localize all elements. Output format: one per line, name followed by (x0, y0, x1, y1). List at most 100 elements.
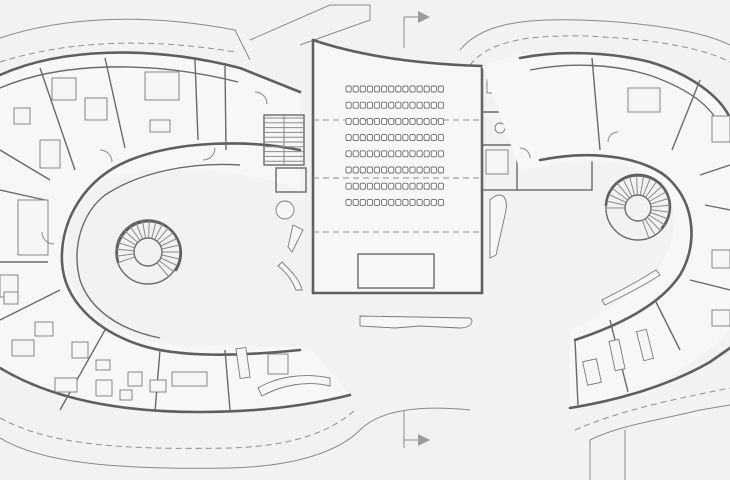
auditorium-seat (395, 134, 402, 142)
auditorium-seat (366, 101, 373, 109)
auditorium-seat (388, 182, 395, 190)
stair-tread (639, 176, 645, 196)
auditorium-seat (352, 166, 359, 174)
stair-tread (606, 200, 626, 206)
stair-tread (117, 241, 135, 249)
auditorium-seat (402, 134, 409, 142)
stair-treads (264, 115, 304, 165)
auditorium-seat (416, 166, 423, 174)
auditorium-seat (395, 150, 402, 158)
auditorium-seat (381, 198, 388, 206)
stair-tread (160, 257, 178, 266)
auditorium-seat (430, 85, 437, 93)
auditorium-seat (366, 166, 373, 174)
auditorium-seat (388, 85, 395, 93)
stair-tread (608, 194, 627, 203)
auditorium-seat (373, 166, 381, 174)
stair-tread (629, 176, 636, 196)
west-wing (0, 51, 352, 414)
stair-tread (650, 204, 670, 208)
stair-tread (135, 222, 144, 240)
auditorium-seat (359, 166, 366, 174)
stair-tread (158, 232, 174, 244)
auditorium-seat (430, 166, 437, 174)
auditorium-seat (373, 85, 381, 93)
auditorium-seat (359, 101, 366, 109)
auditorium-seat (345, 134, 352, 142)
auditorium-seat (352, 134, 359, 142)
auditorium-seat (409, 85, 416, 93)
stair-treads (116, 219, 180, 277)
auditorium-seat (373, 134, 381, 142)
auditorium-seat (430, 182, 437, 190)
stair-tread (117, 256, 135, 264)
stair-tread (156, 227, 169, 242)
east-wing (482, 51, 730, 411)
stair-tread (647, 186, 662, 200)
auditorium-seat (437, 117, 444, 125)
stair-tread (151, 220, 157, 239)
stair-tread (161, 254, 180, 260)
stage (357, 253, 435, 289)
auditorium-seat (381, 182, 388, 190)
stair-tread (641, 220, 650, 239)
auditorium-seat (366, 182, 373, 190)
auditorium-seat (423, 85, 430, 93)
stair-tread (645, 181, 657, 198)
stair-tread (116, 248, 135, 252)
auditorium-seat (352, 85, 359, 93)
stair-tread (129, 225, 141, 241)
stair-treads (606, 175, 670, 239)
auditorium-seat (388, 150, 395, 158)
auditorium-seat (416, 134, 423, 142)
reception-desk (171, 371, 208, 387)
auditorium-seat (366, 134, 373, 142)
entry-arrow-north (403, 11, 430, 48)
auditorium-seat (366, 85, 373, 93)
stair-tread (154, 223, 164, 240)
auditorium-seat (395, 198, 402, 206)
auditorium-seat (359, 85, 366, 93)
entry-arrow-south (403, 410, 430, 448)
auditorium-seat (345, 85, 352, 93)
auditorium-seat (381, 117, 388, 125)
auditorium-seat (388, 101, 395, 109)
stair-tread (644, 218, 656, 236)
auditorium-seat (352, 150, 359, 158)
counter (149, 119, 171, 133)
stair-tread (141, 220, 147, 239)
auditorium-seat (352, 101, 359, 109)
auditorium-seat (373, 101, 381, 109)
auditorium-seat (352, 182, 359, 190)
auditorium-seat (437, 101, 444, 109)
auditorium-seat (395, 101, 402, 109)
stair-tread (648, 214, 666, 226)
stair-tread (148, 219, 150, 239)
stair-tread (650, 209, 670, 213)
auditorium-seat (430, 101, 437, 109)
stair-tread (622, 179, 633, 197)
auditorium-seat (373, 182, 381, 190)
auditorium-seat (437, 182, 444, 190)
stair-tread (650, 211, 669, 220)
storage-room (17, 199, 49, 256)
stair-tread (642, 178, 651, 197)
auditorium-seat (423, 198, 430, 206)
auditorium-seat (416, 198, 423, 206)
west-wing-furniture (0, 71, 180, 401)
auditorium-seat (416, 182, 423, 190)
stair-tread (116, 253, 135, 257)
auditorium-seat (430, 198, 437, 206)
west-wing-partitions (0, 57, 231, 413)
auditorium-seat (345, 182, 352, 190)
auditorium-seat (402, 101, 409, 109)
auditorium-seat (373, 150, 381, 158)
auditorium-seat (373, 117, 381, 125)
auditorium-seat (366, 198, 373, 206)
stair-tread (158, 260, 174, 272)
auditorium-seat (352, 117, 359, 125)
auditorium-seat (359, 182, 366, 190)
auditorium-seat (437, 198, 444, 206)
auditorium-seat (395, 182, 402, 190)
auditorium-seat (388, 166, 395, 174)
